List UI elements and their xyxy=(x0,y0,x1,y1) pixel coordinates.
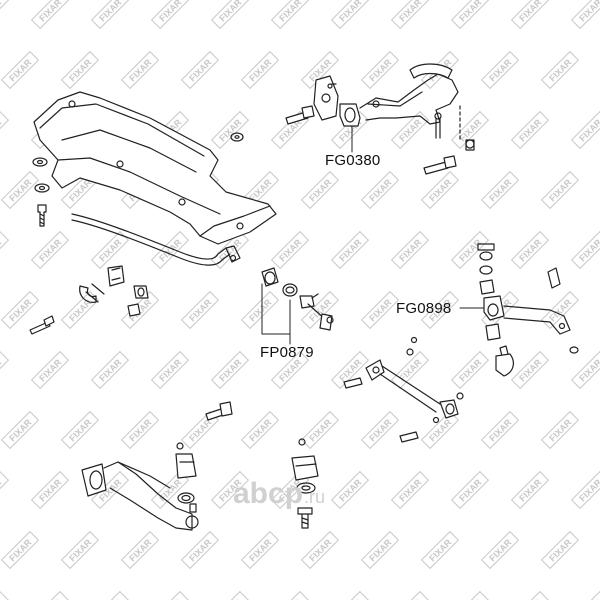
lower-control-arm xyxy=(81,442,199,531)
brand-logo: abcp.ru xyxy=(233,477,325,511)
leader-lines xyxy=(261,125,485,345)
loose-bolts xyxy=(29,105,561,443)
lower-trailing-arm xyxy=(477,243,579,377)
ball-joint-stack xyxy=(291,438,319,529)
stabilizer-bar xyxy=(71,213,241,266)
stabilizer-bushings xyxy=(79,265,149,317)
part-label-fp0879: FP0879 xyxy=(260,344,314,361)
brand-name: abcp xyxy=(233,477,304,510)
upper-control-arm xyxy=(313,63,475,151)
subframe xyxy=(33,91,277,245)
part-label-fg0898: FG0898 xyxy=(396,300,452,317)
part-label-fg0380: FG0380 xyxy=(325,152,381,169)
subframe-mount-hardware xyxy=(32,132,244,227)
brand-suffix: .ru xyxy=(304,487,326,507)
lateral-link xyxy=(365,336,464,424)
stabilizer-link xyxy=(261,267,334,331)
